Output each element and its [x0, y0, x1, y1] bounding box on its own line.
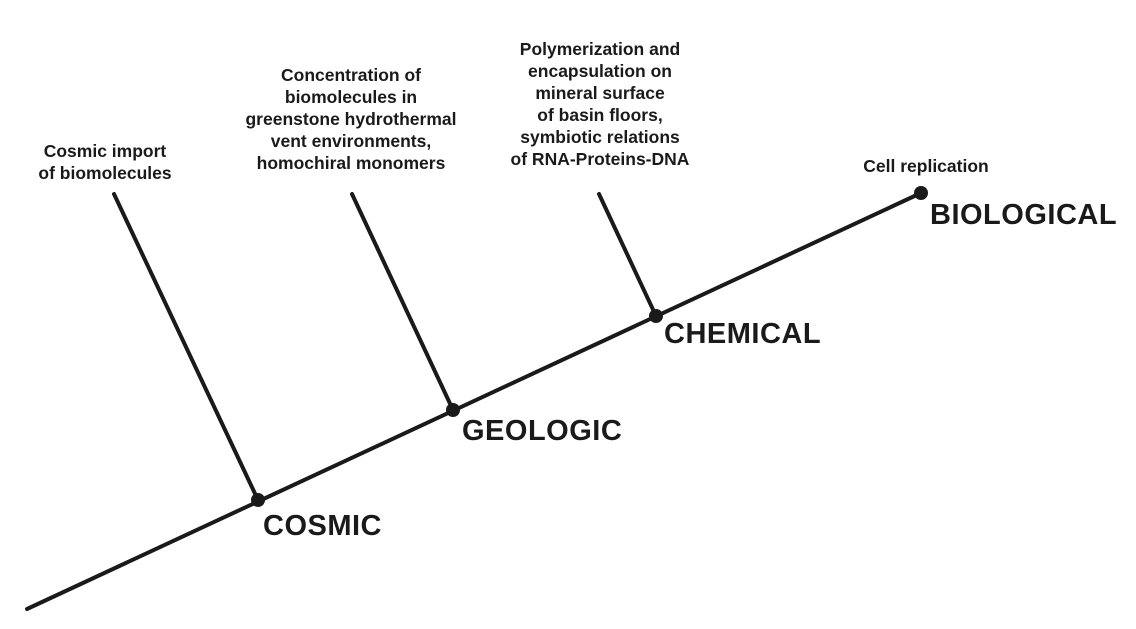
stage-label-geologic: GEOLOGIC: [462, 415, 623, 447]
annotation-cosmic: Cosmic import of biomolecules: [38, 141, 172, 183]
stage-label-biological: BIOLOGICAL: [930, 199, 1118, 231]
stage-node-biological: [914, 186, 928, 200]
main-timeline-axis: [25, 191, 923, 611]
branch-line-geologic: [350, 192, 455, 412]
stage-label-cosmic: COSMIC: [263, 510, 382, 542]
stage-node-chemical: [649, 309, 663, 323]
annotation-biological: Cell replication: [863, 156, 989, 176]
stage-node-geologic: [446, 403, 460, 417]
stage-node-cosmic: [251, 493, 265, 507]
stage-label-chemical: CHEMICAL: [664, 318, 822, 350]
annotation-geologic: Concentration of biomolecules in greenst…: [245, 65, 457, 173]
annotation-chemical: Polymerization and encapsulation on mine…: [510, 39, 690, 169]
branch-line-cosmic: [112, 192, 260, 502]
branch-line-chemical: [597, 192, 658, 318]
